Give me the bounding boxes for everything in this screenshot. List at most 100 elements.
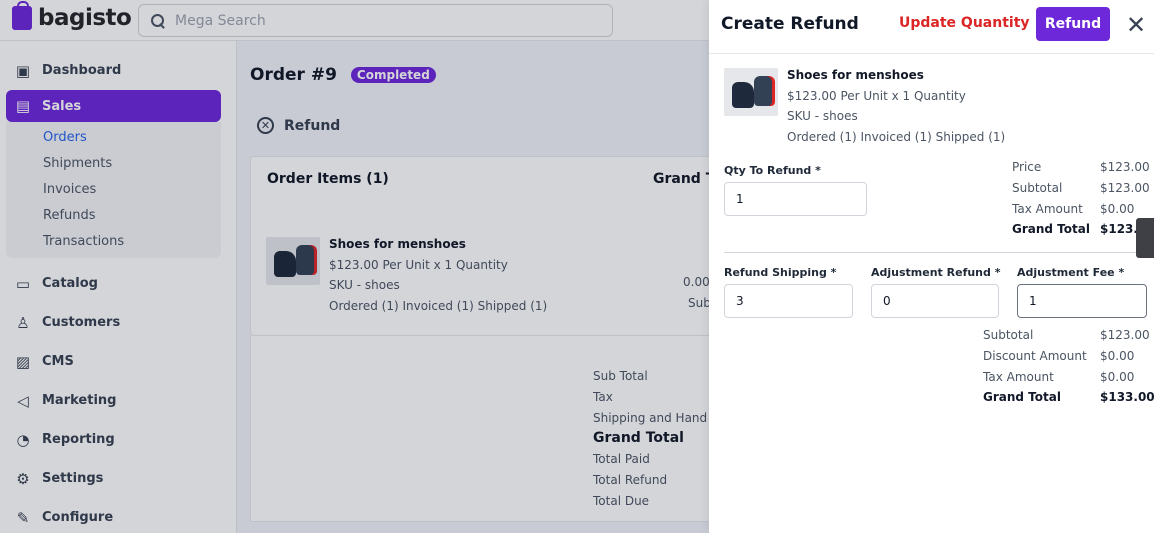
adjustment-refund-label: Adjustment Refund * [871, 266, 1001, 279]
summary-label: Sub Total [593, 369, 648, 383]
product-image [724, 68, 778, 116]
image-icon: ▨ [15, 352, 31, 371]
sidebar-item-label: Settings [42, 471, 104, 486]
item-tax-value: $0.00 [1100, 202, 1135, 216]
refund-discount-value: $0.00 [1100, 349, 1135, 363]
item-price-value: $123.00 [1100, 160, 1150, 174]
item-price-label: Price [1012, 160, 1042, 174]
pie-chart-icon: ◔ [16, 430, 30, 449]
summary-label: Total Due [593, 493, 650, 508]
product-name: Shoes for menshoes [329, 237, 466, 251]
item-subtotal-label: Subtotal [1012, 181, 1063, 195]
sidebar: ▣ Dashboard ▤ Sales Orders Shipments Inv… [0, 41, 237, 533]
gear-icon: ⚙ [16, 469, 30, 488]
refund-subtotal-label: Subtotal [983, 328, 1034, 342]
item-grand-total-value: $123.0 [1100, 222, 1147, 236]
refund-grand-total-label: Grand Total [983, 390, 1061, 404]
refund-tax-value: $0.00 [1100, 370, 1135, 384]
summary-label: Total Refund [593, 472, 668, 487]
summary-label: Grand Total [593, 430, 684, 447]
refund-shipping-input[interactable]: 3 [724, 284, 853, 318]
sidebar-subitem-invoices[interactable]: Invoices [43, 181, 97, 197]
sidebar-item-catalog[interactable]: ▭ Catalog [0, 264, 236, 303]
summary-label: Tax [593, 389, 613, 404]
item-value: 0.00 [683, 275, 709, 289]
catalog-icon: ▭ [15, 274, 31, 293]
refund-link-label: Refund [284, 117, 341, 134]
sidebar-item-label: Sales [42, 98, 82, 114]
item-tax-label: Tax Amount [1012, 202, 1083, 216]
item-grand-total-label: Grand Total [1012, 222, 1090, 236]
sidebar-subitem-orders[interactable]: Orders [43, 129, 87, 145]
megaphone-icon: ◁ [17, 391, 29, 410]
search-icon [151, 13, 165, 28]
refund-grand-total-value: $133.00 [1100, 390, 1154, 404]
scroll-handle[interactable] [1136, 218, 1154, 258]
item-subtotal-label: Sub [688, 296, 709, 310]
summary-label: Total Paid [593, 452, 650, 467]
search-input[interactable]: Mega Search [138, 4, 613, 37]
sidebar-item-settings[interactable]: ⚙ Settings [0, 459, 236, 498]
order-summary-card [250, 336, 709, 522]
shopping-bag-icon [12, 1, 32, 30]
adjustment-fee-input[interactable]: 1 [1017, 284, 1147, 318]
page-title: Order #9 [250, 65, 337, 85]
sidebar-item-label: Catalog [42, 276, 98, 291]
product-sku: SKU - shoes [787, 109, 858, 123]
sidebar-item-label: Marketing [42, 393, 117, 408]
sidebar-item-marketing[interactable]: ◁ Marketing [0, 381, 236, 420]
adjustment-fee-label: Adjustment Fee * [1017, 266, 1125, 279]
wrench-icon: ✎ [16, 508, 30, 527]
sidebar-item-customers[interactable]: ♙ Customers [0, 303, 236, 342]
refund-tax-label: Tax Amount [983, 370, 1054, 384]
adjustment-refund-input[interactable]: 0 [871, 284, 999, 318]
order-items-card: Order Items (1) Grand To Shoes for mensh… [250, 156, 709, 336]
sidebar-item-label: Customers [42, 315, 121, 330]
product-sku: SKU - shoes [329, 278, 400, 292]
grand-total-header: Grand To [653, 171, 709, 187]
modal-backdrop[interactable] [0, 0, 709, 533]
brand-logo[interactable]: bagisto [12, 1, 132, 31]
sidebar-item-reporting[interactable]: ◔ Reporting [0, 420, 236, 459]
refund-subtotal-value: $123.00 [1100, 328, 1150, 342]
sidebar-item-label: Dashboard [42, 63, 122, 78]
qty-to-refund-input[interactable]: 1 [724, 182, 867, 216]
sidebar-item-dashboard[interactable]: ▣ Dashboard [0, 51, 236, 90]
product-status-line: Ordered (1) Invoiced (1) Shipped (1) [329, 298, 548, 313]
drawer-title: Create Refund [721, 14, 859, 34]
sidebar-item-label: Reporting [42, 432, 115, 447]
create-refund-drawer: Create Refund Update Quantity Refund ✕ S… [709, 0, 1154, 533]
close-circle-icon: ✕ [257, 117, 274, 134]
order-items-title: Order Items (1) [267, 171, 389, 187]
search-placeholder: Mega Search [175, 12, 266, 29]
order-header: Order #9 Completed [250, 65, 436, 85]
order-item-details: Shoes for menshoes $123.00 Per Unit x 1 … [329, 234, 547, 316]
sales-submenu: Orders Shipments Invoices Refunds Transa… [6, 122, 221, 258]
refund-discount-label: Discount Amount [983, 349, 1087, 363]
update-quantity-button[interactable]: Update Quantity [899, 15, 1030, 31]
product-status-line: Ordered (1) Invoiced (1) Shipped (1) [787, 129, 1006, 144]
sidebar-item-sales[interactable]: ▤ Sales [6, 90, 221, 122]
refund-shipping-label: Refund Shipping * [724, 266, 837, 279]
product-image [266, 237, 320, 285]
refund-button[interactable]: ✕ Refund [257, 117, 340, 134]
sidebar-item-configure[interactable]: ✎ Configure [0, 498, 236, 533]
divider [724, 252, 1154, 253]
sidebar-subitem-refunds[interactable]: Refunds [43, 207, 96, 223]
sidebar-item-label: Configure [42, 510, 114, 525]
refund-item-details: Shoes for menshoes $123.00 Per Unit x 1 … [787, 65, 1005, 147]
product-price-line: $123.00 Per Unit x 1 Quantity [787, 88, 966, 103]
product-price-line: $123.00 Per Unit x 1 Quantity [329, 257, 508, 272]
sidebar-subitem-transactions[interactable]: Transactions [43, 233, 125, 249]
item-subtotal-value: $123.00 [1100, 181, 1150, 195]
sidebar-item-cms[interactable]: ▨ CMS [0, 342, 236, 381]
sidebar-subitem-shipments[interactable]: Shipments [43, 155, 113, 171]
sidebar-item-label: CMS [42, 354, 74, 369]
close-icon[interactable]: ✕ [1125, 11, 1147, 39]
product-name: Shoes for menshoes [787, 68, 924, 82]
refund-submit-button[interactable]: Refund [1036, 7, 1110, 41]
dashboard-icon: ▣ [15, 61, 31, 80]
user-icon: ♙ [16, 313, 30, 332]
brand-name: bagisto [38, 5, 132, 31]
drawer-header: Create Refund Update Quantity Refund ✕ [709, 0, 1154, 54]
